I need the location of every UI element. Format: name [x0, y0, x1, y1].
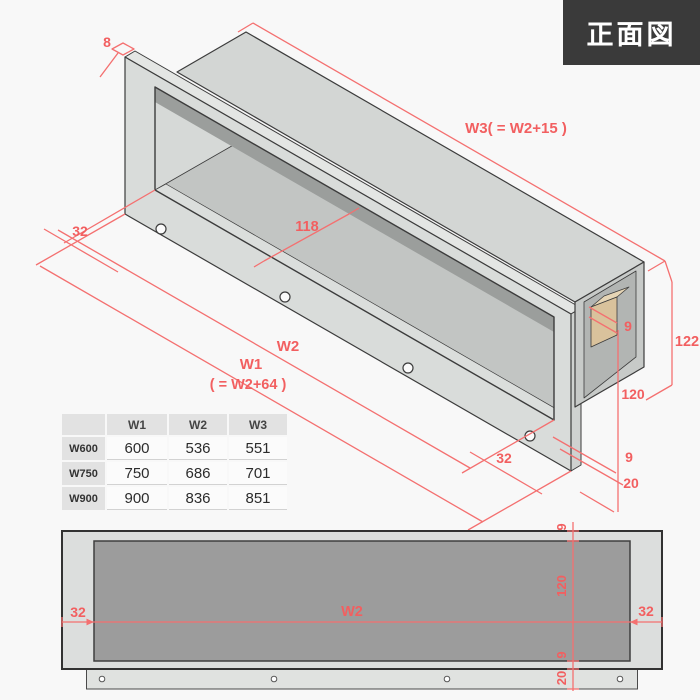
table-corner-cell — [62, 414, 105, 435]
interior-floor — [155, 87, 554, 420]
table-row-label: W900 — [62, 487, 105, 510]
strip-hole — [98, 675, 106, 683]
table-header-w3: W3 — [229, 414, 287, 435]
table-value: 900 — [107, 487, 167, 510]
dim-outer-height-label: 122 — [675, 334, 699, 350]
isometric-view: 8 W3( = W2+15 ) 122 118 W2 W1 ( = W2+64 … — [35, 22, 699, 531]
dim-bottom-margin-label: 9 — [625, 449, 633, 465]
front-opening — [93, 540, 631, 662]
dim-right-offset-label: 32 — [496, 450, 512, 466]
table-value: 750 — [107, 462, 167, 485]
front-dimension-lines — [61, 522, 663, 691]
table-value: 686 — [169, 462, 227, 485]
strip-hole — [443, 675, 451, 683]
flange-hole — [155, 223, 167, 235]
dim-left-offset-label: 32 — [72, 223, 88, 239]
front-bottom-margin-label: 9 — [554, 651, 569, 658]
view-title-label: 正面図 — [586, 20, 677, 50]
table-row-label: W750 — [62, 462, 105, 485]
size-spec-table: W1 W2 W3 W600 600 536 551 W750 750 686 7… — [62, 414, 287, 510]
iso-dimension-lines — [35, 22, 673, 531]
strip-hole — [616, 675, 624, 683]
interior-top-edge — [155, 87, 554, 332]
strip-hole — [270, 675, 278, 683]
table-value: 551 — [229, 437, 287, 460]
table-value: 536 — [169, 437, 227, 460]
front-dim-arrow-left — [86, 618, 94, 626]
front-dimension-labels: 32 W2 32 9 120 9 20 — [70, 523, 654, 685]
table-header-w2: W2 — [169, 414, 227, 435]
dim-8-marker — [111, 42, 135, 56]
front-strip-height-label: 20 — [554, 671, 569, 685]
dim-wood-block-label: 9 — [624, 318, 632, 334]
table-value: 851 — [229, 487, 287, 510]
dim-flange-strip-label: 20 — [623, 475, 639, 491]
table-header-w1: W1 — [107, 414, 167, 435]
flange-hole — [402, 362, 414, 374]
dim-inner-depth-label: 118 — [295, 219, 318, 235]
dim-w2-label: W2 — [277, 338, 300, 355]
table-value: 600 — [107, 437, 167, 460]
front-view: 32 W2 32 9 120 9 20 — [61, 522, 663, 691]
dim-opening-height-label: 120 — [621, 386, 645, 402]
front-top-margin-label: 9 — [554, 523, 569, 530]
table-value: 836 — [169, 487, 227, 510]
iso-dimension-labels: 8 W3( = W2+15 ) 122 118 W2 W1 ( = W2+64 … — [72, 34, 699, 491]
table-row-label: W600 — [62, 437, 105, 460]
dim-thickness-label: 8 — [103, 34, 111, 50]
front-right-margin-label: 32 — [638, 603, 654, 619]
front-strip-holes — [98, 675, 624, 683]
front-width-label: W2 — [341, 604, 363, 620]
dim-w3-label: W3( = W2+15 ) — [465, 120, 567, 137]
front-left-margin-label: 32 — [70, 604, 86, 620]
dim-w1-label: W1 — [240, 356, 263, 373]
view-title-badge: 正面図 — [563, 0, 700, 65]
front-opening-height-label: 120 — [554, 575, 569, 597]
dim-w1-sub-label: ( = W2+64 ) — [210, 377, 287, 393]
front-dim-arrow-right — [630, 618, 638, 626]
flange-holes — [155, 223, 536, 442]
table-value: 701 — [229, 462, 287, 485]
flange-hole — [279, 291, 291, 303]
wood-block-side — [590, 296, 618, 348]
